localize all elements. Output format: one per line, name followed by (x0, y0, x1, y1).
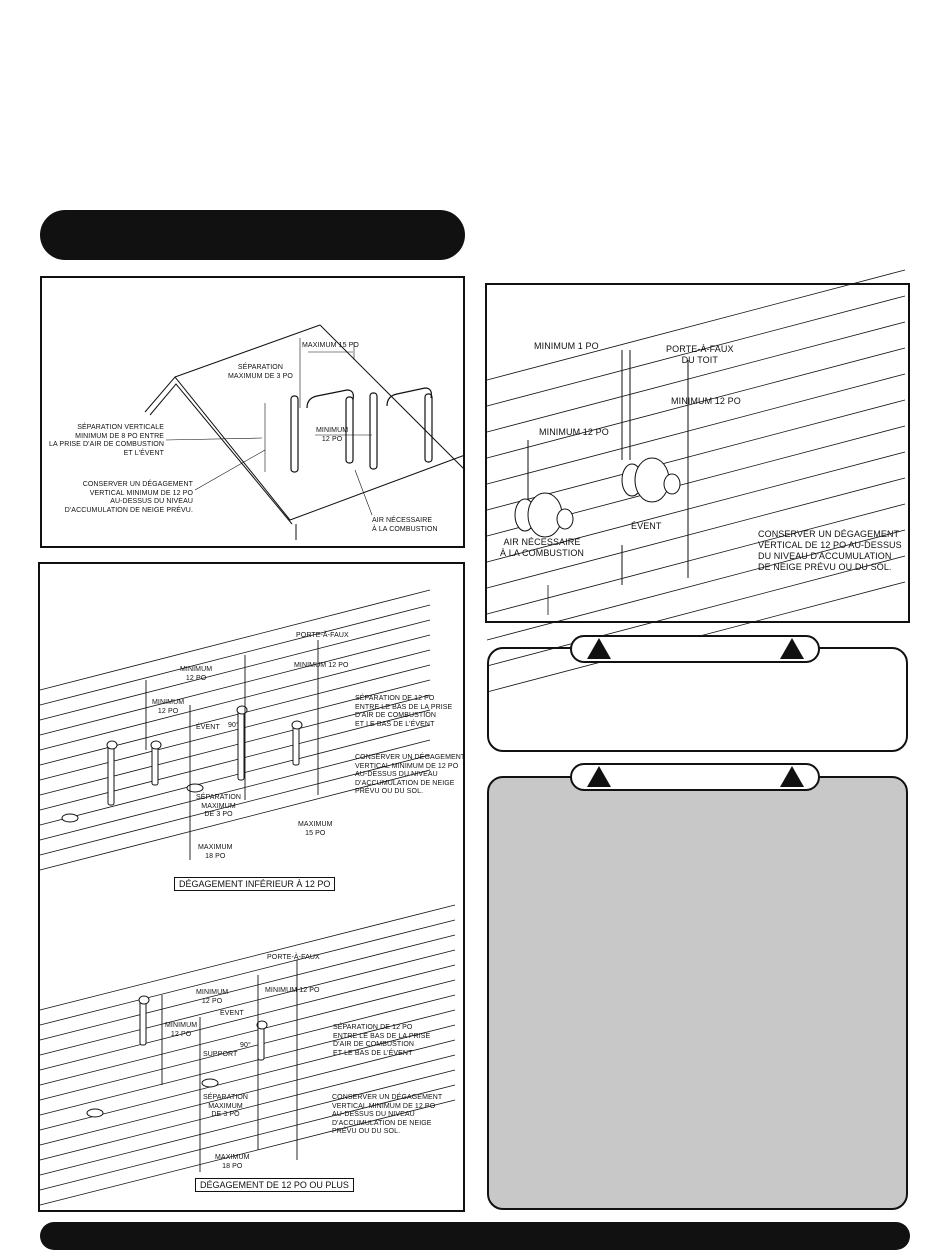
label-vent: ÉVENT (196, 724, 220, 731)
label-angle: 90° (228, 722, 239, 729)
warning-triangle-icon (587, 766, 611, 787)
label-vent: ÉVENT (220, 1010, 244, 1017)
label-max18: MAXIMUM 18 PO (215, 1154, 250, 1170)
caption-low-clearance: DÉGAGEMENT INFÉRIEUR À 12 PO (174, 877, 336, 891)
footer-bar (40, 1222, 910, 1250)
label-min12-c: MINIMUM 12 PO (152, 699, 185, 715)
label-angle: 90° (240, 1042, 251, 1049)
section-title-bar (40, 210, 465, 260)
label-sep12: SÉPARATION DE 12 PO ENTRE LE BAS DE LA P… (333, 1024, 431, 1057)
caution-header-tab (570, 763, 820, 791)
label-overhang: PORTE-À-FAUX (267, 954, 320, 961)
label-overhang: PORTE-À-FAUX (296, 632, 349, 639)
label-vertical-sep: SÉPARATION VERTICALE MINIMUM DE 8 PO ENT… (49, 424, 164, 457)
label-max18: MAXIMUM 18 PO (198, 844, 233, 860)
label-vent: ÉVENT (631, 521, 662, 531)
label-min12-horizontal: MINIMUM 12 PO (539, 427, 609, 437)
label-min12-c: MINIMUM 12 PO (165, 1022, 198, 1038)
label-combustion-air: AIR NÉCESSAIRE À LA COMBUSTION (372, 517, 438, 533)
label-max15: MAXIMUM 15 PO (298, 821, 333, 837)
label-sep3: SÉPARATION MAXIMUM DE 3 PO (196, 794, 242, 818)
label-keep-clearance: CONSERVER UN DÉGAGEMENT VERTICAL MINIMUM… (332, 1094, 443, 1135)
label-min12-b: MINIMUM 12 PO (196, 989, 229, 1005)
label-support: SUPPORT (203, 1051, 238, 1058)
label-min12-vertical: MINIMUM 12 PO (671, 396, 741, 406)
label-min12-b: MINIMUM 12 PO (180, 666, 213, 682)
warning-triangle-icon (780, 638, 804, 659)
label-max15: MAXIMUM 15 PO (302, 342, 359, 349)
label-min12-a: MINIMUM 12 PO (294, 662, 349, 669)
label-sep3: SÉPARATION MAXIMUM DE 3 PO (228, 364, 293, 380)
label-roof-overhang: PORTE-À-FAUX DU TOIT (666, 344, 734, 365)
label-keep-clearance: CONSERVER UN DÉGAGEMENT VERTICAL DE 12 P… (758, 529, 902, 572)
label-min1: MINIMUM 1 PO (534, 341, 599, 351)
warning-triangle-icon (587, 638, 611, 659)
caution-box (487, 776, 908, 1210)
warning-header-tab (570, 635, 820, 663)
label-keep-clearance: CONSERVER UN DÉGAGEMENT VERTICAL MINIMUM… (64, 481, 193, 514)
label-sep12: SÉPARATION DE 12 PO ENTRE LE BAS DE LA P… (355, 695, 453, 728)
label-min12-a: MINIMUM 12 PO (265, 987, 320, 994)
warning-triangle-icon (780, 766, 804, 787)
label-combustion-air: AIR NÉCESSAIRE À LA COMBUSTION (500, 537, 585, 558)
label-sep3: SÉPARATION MAXIMUM DE 3 PO (203, 1094, 249, 1118)
label-min12: MINIMUM 12 PO (316, 427, 349, 443)
label-keep-clearance: CONSERVER UN DÉGAGEMENT VERTICAL MINIMUM… (355, 754, 466, 795)
caption-high-clearance: DÉGAGEMENT DE 12 PO OU PLUS (195, 1178, 354, 1192)
